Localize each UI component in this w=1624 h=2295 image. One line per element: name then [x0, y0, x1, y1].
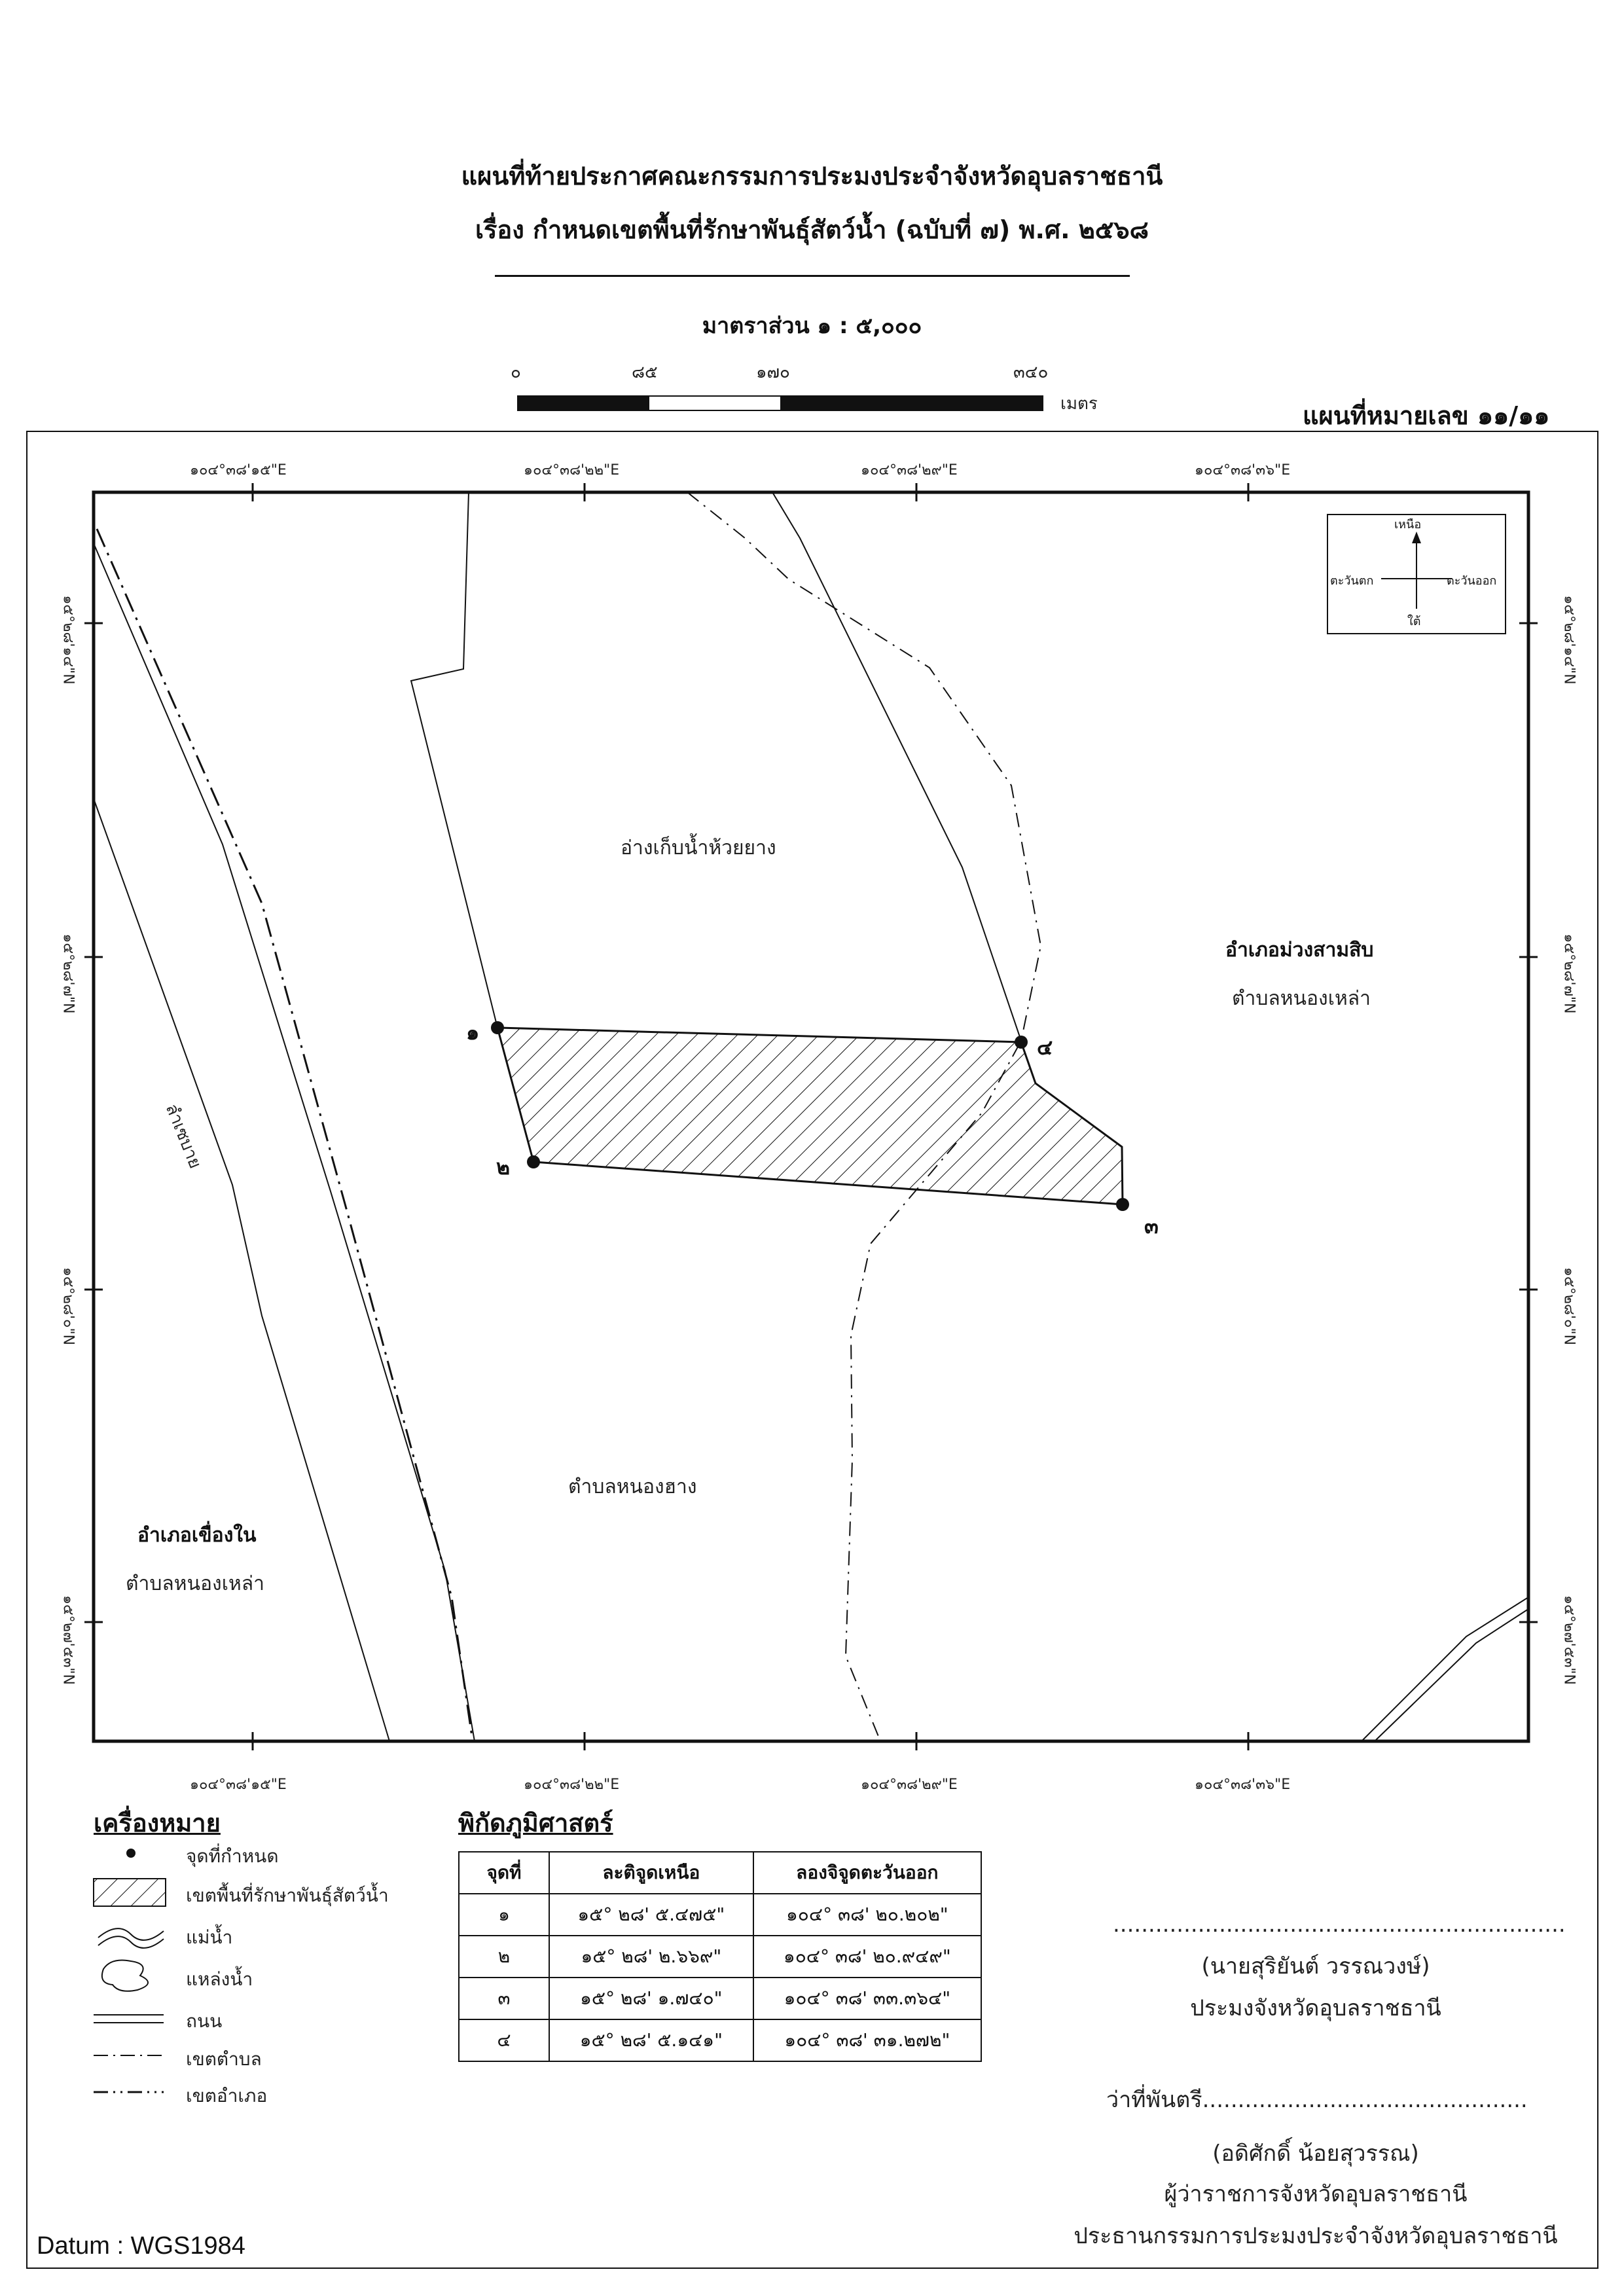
- lon-label-bottom-1: ๑๐๔°๓๘'๑๕"E: [190, 1777, 287, 1793]
- datum-label: Datum : WGS1984: [37, 2232, 245, 2260]
- point-4-label: ๔: [1037, 1035, 1053, 1060]
- scale-tick-0: ๐: [511, 363, 521, 382]
- lon-label-top-3: ๑๐๔°๓๘'๒๙"E: [861, 462, 958, 479]
- outer-frame: [26, 431, 1598, 2269]
- coordinates-table: จุดที่ ละติจูดเหนือ ลองจิจูดตะวันออก ๑ ๑…: [458, 1851, 983, 2062]
- district-boundary: [96, 528, 474, 1742]
- lon-label-bottom-3: ๑๐๔°๓๘'๒๙"E: [861, 1777, 958, 1793]
- title-line-1: แผนที่ท้ายประกาศคณะกรรมการประมงประจำจังห…: [461, 162, 1163, 190]
- row-1-lon: ๑๐๔° ๓๘' ๒๐.๒๐๒": [752, 1893, 983, 1936]
- stream-bank-east: [93, 543, 475, 1742]
- point-1-marker: [491, 1021, 504, 1034]
- lon-label-top-4: ๑๐๔°๓๘'๓๖"E: [1195, 462, 1291, 479]
- point-3-label: ๓: [1144, 1214, 1159, 1238]
- legend-item-subdistrict: เขตตำบล: [186, 2048, 262, 2070]
- north-label: เหนือ: [1394, 518, 1422, 532]
- row-1-lat: ๑๕° ๒๘' ๕.๔๗๕": [549, 1893, 754, 1936]
- north-arrowhead: [1412, 532, 1421, 543]
- road-line-2: [1374, 1608, 1529, 1742]
- signature-name-1: (นายสุริยันต์ วรรณวงษ์): [1201, 1953, 1430, 1979]
- title-line-2: เรื่อง กำหนดเขตพื้นที่รักษาพันธุ์สัตว์น้…: [475, 215, 1149, 244]
- legend-item-river: แม่น้ำ: [186, 1926, 233, 1948]
- legend-water-symbol: [101, 1959, 149, 1992]
- row-3-lat: ๑๕° ๒๘' ๑.๗๔๐": [549, 1977, 754, 2020]
- map-number: แผนที่หมายเลข ๑๑/๑๑: [1303, 401, 1550, 430]
- table-row: ๓ ๑๕° ๒๘' ๑.๗๔๐" ๑๐๔° ๓๘' ๓๓.๓๖๔": [458, 1977, 983, 2020]
- scale-bar: [517, 395, 1043, 411]
- scale-label: มาตราส่วน ๑ : ๕,๐๐๐: [702, 313, 922, 339]
- point-3-marker: [1116, 1198, 1129, 1211]
- legend-item-district: เขตอำเภอ: [186, 2085, 268, 2106]
- lon-label-bottom-4: ๑๐๔°๓๘'๓๖"E: [1195, 1777, 1291, 1793]
- east-label: ตะวันออก: [1447, 574, 1497, 588]
- row-3-point: ๓: [458, 1977, 550, 2020]
- west-label: ตะวันตก: [1330, 574, 1374, 588]
- coordinates-header-row: จุดที่ ละติจูดเหนือ ลองจิจูดตะวันออก: [458, 1851, 983, 1894]
- legend-title: เครื่องหมาย: [94, 1809, 221, 1837]
- header-latitude: ละติจูดเหนือ: [549, 1851, 754, 1894]
- point-1-label: ๑: [466, 1020, 480, 1045]
- signature-dots-1: ........................................…: [1113, 1911, 1566, 1938]
- legend-item-point: จุดที่กำหนด: [186, 1845, 279, 1867]
- reservoir-boundary-east: [772, 492, 1022, 1041]
- subdistrict-west-label: ตำบลหนองเหล่า: [126, 1572, 264, 1595]
- scale-tick-340: ๓๔๐: [1013, 363, 1049, 382]
- subdistrict-center-label: ตำบลหนองฮาง: [568, 1475, 697, 1498]
- row-4-point: ๔: [458, 2019, 550, 2062]
- district-west-label: อำเภอเขื่องใน: [137, 1524, 257, 1547]
- lon-label-top-1: ๑๐๔°๓๘'๑๕"E: [190, 462, 287, 479]
- signature-position-2a: ผู้ว่าราชการจังหวัดอุบลราชธานี: [1164, 2181, 1468, 2207]
- signature-position-1: ประมงจังหวัดอุบลราชธานี: [1190, 1995, 1441, 2021]
- title-underline: [495, 275, 1130, 277]
- signature-position-2b: ประธานกรรมการประมงประจำจังหวัดอุบลราชธาน…: [1074, 2223, 1558, 2249]
- row-1-point: ๑: [458, 1893, 550, 1936]
- coordinates-title: พิกัดภูมิศาสตร์: [458, 1809, 613, 1837]
- scale-tick-85: ๘๕: [632, 363, 658, 382]
- row-2-lon: ๑๐๔° ๓๘' ๒๐.๙๔๙": [752, 1935, 983, 1978]
- grid-ticks: [84, 483, 1538, 1750]
- scale-unit: เมตร: [1060, 394, 1098, 414]
- conservation-area-polygon: [496, 1026, 1124, 1206]
- row-4-lat: ๑๕° ๒๘' ๕.๑๔๑": [549, 2019, 754, 2062]
- header-longitude: ลองจิจูดตะวันออก: [752, 1851, 983, 1894]
- table-row: ๒ ๑๕° ๒๘' ๒.๖๖๙" ๑๐๔° ๓๘' ๒๐.๙๔๙": [458, 1935, 983, 1978]
- legend-item-water: แหล่งน้ำ: [186, 1968, 253, 1990]
- legend-item-conservation: เขตพื้นที่รักษาพันธุ์สัตว์น้ำ: [186, 1885, 389, 1906]
- row-3-lon: ๑๐๔° ๓๘' ๓๓.๓๖๔": [752, 1977, 983, 2020]
- legend-hatch-symbol: [93, 1878, 166, 1907]
- header-point: จุดที่: [458, 1851, 550, 1894]
- point-4-marker: [1015, 1036, 1028, 1049]
- reservoir-label: อ่างเก็บน้ำห้วยยาง: [621, 837, 776, 859]
- legend-river-line-2: [98, 1936, 164, 1949]
- signature-name-2: (อดิศักดิ์ น้อยสุวรรณ): [1212, 2141, 1419, 2167]
- stream-bank-west: [93, 798, 390, 1742]
- lon-label-top-2: ๑๐๔°๓๘'๒๒"E: [524, 462, 620, 479]
- point-2-label: ๒: [496, 1155, 511, 1180]
- row-2-point: ๒: [458, 1935, 550, 1978]
- subdistrict-east-label: ตำบลหนองเหล่า: [1232, 987, 1371, 1010]
- signature-line-2: ว่าที่พันตรี............................…: [1106, 2087, 1528, 2113]
- point-2-marker: [527, 1155, 540, 1168]
- scale-tick-170: ๑๗๐: [756, 363, 790, 382]
- reservoir-boundary-west: [410, 492, 498, 1028]
- road-line-1: [1361, 1597, 1529, 1742]
- district-east-label: อำเภอม่วงสามสิบ: [1225, 939, 1374, 962]
- table-row: ๑ ๑๕° ๒๘' ๕.๔๗๕" ๑๐๔° ๓๘' ๒๐.๒๐๒": [458, 1893, 983, 1936]
- legend-river-line-1: [98, 1928, 164, 1941]
- lon-label-bottom-2: ๑๐๔°๓๘'๒๒"E: [524, 1777, 620, 1793]
- legend-item-road: ถนน: [186, 2010, 223, 2032]
- south-label: ใต้: [1407, 615, 1421, 628]
- table-row: ๔ ๑๕° ๒๘' ๕.๑๔๑" ๑๐๔° ๓๘' ๓๑.๒๗๒": [458, 2019, 983, 2062]
- row-2-lat: ๑๕° ๒๘' ๒.๖๖๙": [549, 1935, 754, 1978]
- legend-point-symbol: [126, 1849, 135, 1858]
- map-frame: [92, 490, 1530, 1743]
- row-4-lon: ๑๐๔° ๓๘' ๓๑.๒๗๒": [752, 2019, 983, 2062]
